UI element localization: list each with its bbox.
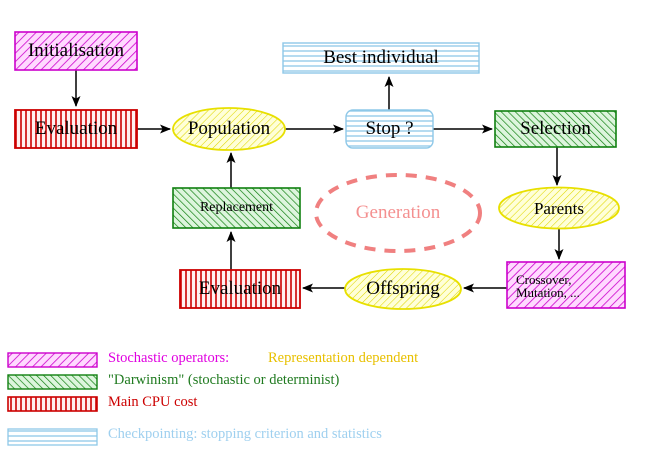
node-best-individual xyxy=(282,42,480,74)
node-offspring xyxy=(344,268,462,310)
node-initialisation xyxy=(14,31,138,71)
legend-label-darwinism: "Darwinism" (stochastic or determinist) xyxy=(108,372,340,388)
node-stop xyxy=(345,109,434,149)
node-crossover xyxy=(506,261,626,309)
legend-swatch-green-hatch xyxy=(7,374,98,390)
node-evaluation-top xyxy=(14,109,138,149)
legend-label-stochastic-operators: Stochastic operators: xyxy=(108,350,230,366)
legend-label-representation-dependent: Representation dependent xyxy=(268,350,419,366)
legend-swatch-blue-horizontal xyxy=(7,428,98,446)
node-generation xyxy=(314,173,482,253)
node-evaluation-bottom xyxy=(179,269,301,309)
legend-label-main-cpu-cost: Main CPU cost xyxy=(108,394,198,410)
legend-label-checkpointing: Checkpointing: stopping criterion and st… xyxy=(108,426,382,442)
legend-swatch-red-vertical xyxy=(7,396,98,412)
node-selection xyxy=(494,110,617,148)
node-replacement xyxy=(172,187,301,229)
legend-swatch-magenta-hatch xyxy=(7,352,98,368)
edge-layer xyxy=(71,70,564,293)
node-parents xyxy=(498,186,620,230)
node-population xyxy=(172,107,286,151)
